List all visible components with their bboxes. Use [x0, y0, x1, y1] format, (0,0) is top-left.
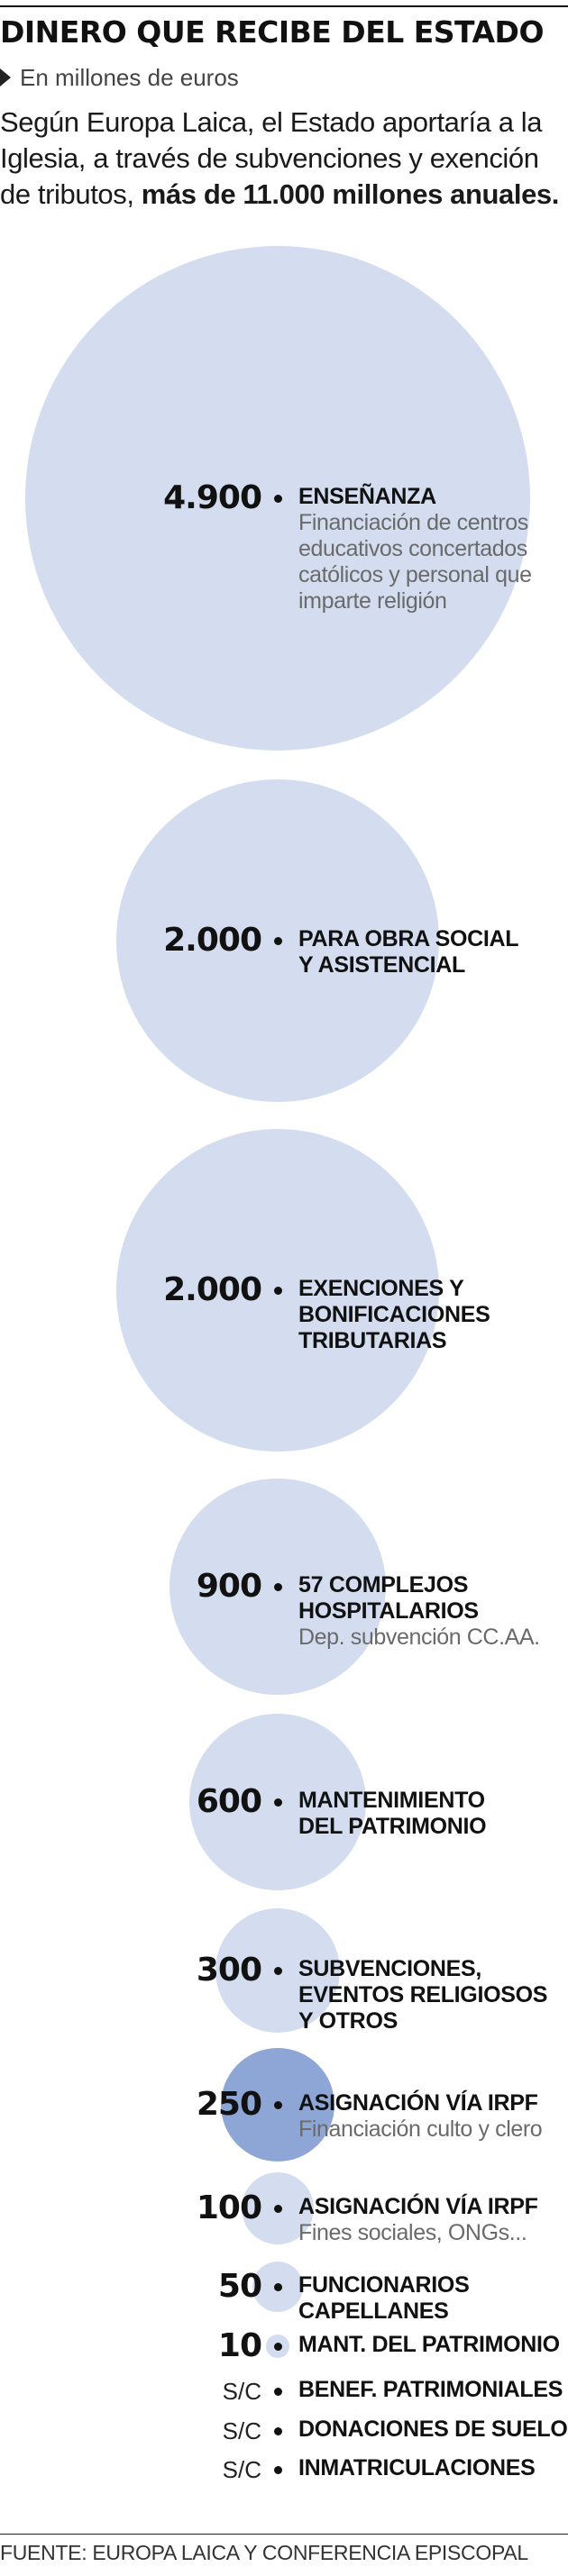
item-name: FUNCIONARIOS CAPELLANES: [298, 2272, 470, 2324]
intro-bold: más de 11.000 millones anuales.: [141, 178, 560, 210]
item-description: Financiación culto y clero: [298, 2116, 543, 2142]
item-label: PARA OBRA SOCIAL Y ASISTENCIAL: [298, 926, 568, 979]
value-label: 250: [196, 2086, 262, 2123]
item-label: BENEF. PATRIMONIALES: [298, 2377, 568, 2403]
bullet-dot: [273, 2100, 282, 2109]
bullet-dot: [273, 2465, 282, 2474]
item-name: MANTENIMIENTO DEL PATRIMONIO: [298, 1788, 487, 1839]
bullet-dot: [273, 1582, 282, 1591]
item-name: EXENCIONES Y BONIFICACIONES TRIBUTARIAS: [298, 1276, 490, 1353]
value-label: 4.900: [163, 479, 262, 516]
bullet-dot: [273, 2426, 282, 2435]
bullet-dot: [273, 936, 282, 945]
item-name: MANT. DEL PATRIMONIO: [298, 2332, 560, 2357]
item-name: ASIGNACIÓN VÍA IRPF: [298, 2194, 538, 2219]
chart-title: DINERO QUE RECIBE DEL ESTADO: [0, 14, 545, 50]
item-name: SUBVENCIONES, EVENTOS RELIGIOSOS Y OTROS: [298, 1956, 548, 2034]
value-label: 2.000: [163, 922, 262, 959]
item-description: Fines sociales, ONGs...: [298, 2220, 527, 2245]
item-label: MANTENIMIENTO DEL PATRIMONIO: [298, 1788, 568, 1840]
item-name: 57 COMPLEJOS HOSPITALARIOS: [298, 1572, 479, 1624]
item-name: DONACIONES DE SUELO: [298, 2417, 568, 2442]
item-description: Dep. subvención CC.AA.: [298, 1625, 540, 1650]
intro-paragraph: Según Europa Laica, el Estado aportaría …: [0, 105, 568, 213]
bullet-dot: [273, 2387, 282, 2396]
intro-text: Según Europa Laica, el Estado aportaría …: [0, 106, 543, 210]
value-label: S/C: [222, 2378, 261, 2405]
value-label: 900: [196, 1568, 262, 1605]
bullet-dot: [273, 2282, 282, 2291]
item-description: Financiación de centros educativos conce…: [298, 510, 532, 614]
value-label: 50: [217, 2268, 262, 2305]
item-name: PARA OBRA SOCIAL Y ASISTENCIAL: [298, 926, 519, 978]
top-rule: [0, 5, 568, 7]
item-label: FUNCIONARIOS CAPELLANES: [298, 2272, 568, 2325]
bullet-dot: [273, 1286, 282, 1295]
value-label: 2.000: [163, 1271, 262, 1308]
value-label: S/C: [222, 2456, 261, 2483]
bullet-dot: [273, 1966, 282, 1975]
bullet-dot: [273, 2204, 282, 2213]
value-label: 10: [217, 2327, 262, 2364]
value-label: S/C: [222, 2417, 261, 2444]
item-label: MANT. DEL PATRIMONIO: [298, 2332, 568, 2358]
item-label: INMATRICULACIONES: [298, 2455, 568, 2481]
item-name: ENSEÑANZA: [298, 484, 436, 509]
item-name: BENEF. PATRIMONIALES: [298, 2377, 563, 2402]
source-note: FUENTE: EUROPA LAICA Y CONFERENCIA EPISC…: [0, 2541, 528, 2564]
chart-subtitle: En millones de euros: [0, 61, 239, 94]
bullet-dot: [273, 2342, 282, 2351]
bullet-dot: [273, 494, 282, 503]
value-label: 600: [196, 1783, 262, 1820]
unit-label: En millones de euros: [20, 63, 239, 91]
item-label: DONACIONES DE SUELO: [298, 2417, 568, 2443]
item-label: EXENCIONES Y BONIFICACIONES TRIBUTARIAS: [298, 1276, 568, 1354]
bottom-rule: [0, 2534, 568, 2535]
item-label: SUBVENCIONES, EVENTOS RELIGIOSOS Y OTROS: [298, 1956, 568, 2034]
value-label: 100: [196, 2189, 262, 2226]
item-name: ASIGNACIÓN VÍA IRPF: [298, 2090, 538, 2116]
value-label: 300: [196, 1952, 262, 1989]
bullet-dot: [273, 1798, 282, 1807]
triangle-right-icon: [0, 68, 11, 86]
item-name: INMATRICULACIONES: [298, 2455, 536, 2480]
